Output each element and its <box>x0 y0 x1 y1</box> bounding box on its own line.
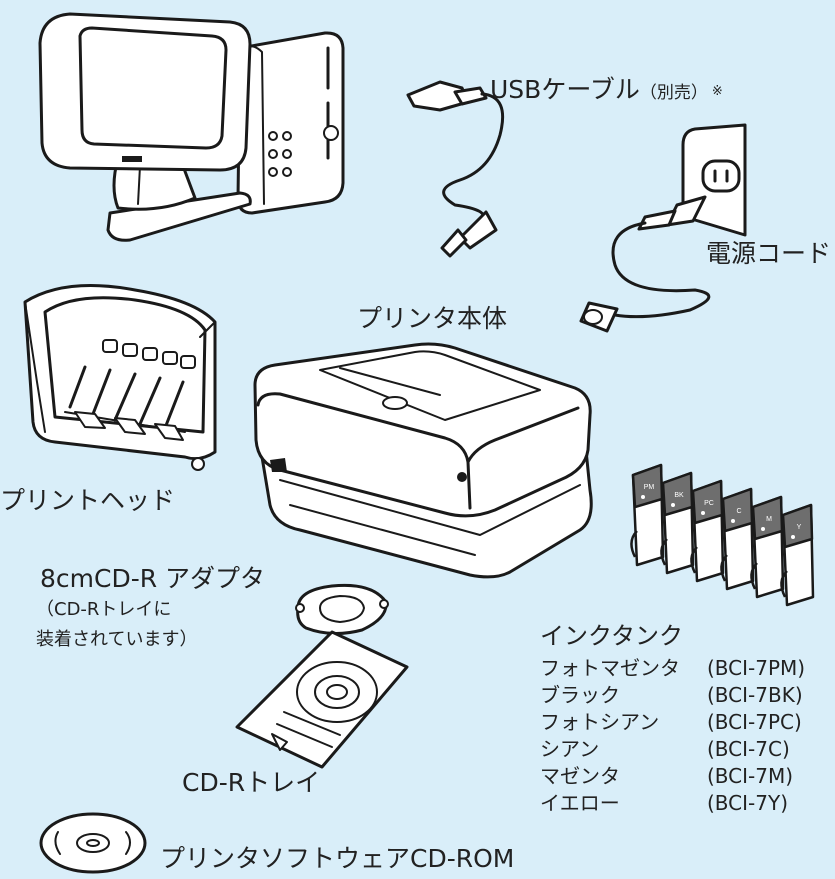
print-head-illustration <box>23 284 217 471</box>
ink-tank-label: M <box>766 516 772 523</box>
ink-name: シアン <box>540 737 600 761</box>
ink-tank-label: C <box>736 508 741 515</box>
printer-illustration <box>253 342 593 579</box>
cdr-tray-illustration <box>235 630 409 769</box>
software-cd-label: プリンタソフトウェアCD-ROM <box>160 844 515 873</box>
usb-cable-note: （別売） <box>639 83 708 103</box>
ink-code: (BCI-7C) <box>707 737 790 761</box>
cdr-adapter-illustration <box>295 583 389 635</box>
print-head-label: プリントヘッド <box>0 486 176 515</box>
usb-cable-illustration <box>406 80 505 258</box>
ink-row: フォトシアン (BCI-7PC) <box>540 709 805 736</box>
ink-tank-label: BK <box>674 492 684 499</box>
printer-body-label: プリンタ本体 <box>357 304 508 333</box>
ink-tank: PC <box>690 479 725 583</box>
ink-tank: BK <box>660 471 695 575</box>
ink-row: シアン (BCI-7C) <box>540 736 805 763</box>
usb-cable-mark: ※ <box>711 83 723 99</box>
ink-code: (BCI-7BK) <box>707 683 803 707</box>
ink-row: マゼンタ (BCI-7M) <box>540 763 805 790</box>
ink-tank-label: PC <box>704 500 714 507</box>
ink-tank: PM <box>630 463 665 567</box>
ink-tank: Y <box>780 503 815 607</box>
ink-code: (BCI-7PM) <box>707 656 806 680</box>
ink-tank-label: PM <box>644 484 655 491</box>
ink-code: (BCI-7M) <box>707 764 794 788</box>
power-cord-label: 電源コード <box>706 239 832 268</box>
ink-code: (BCI-7Y) <box>707 791 788 815</box>
cdr-tray-label: CD-Rトレイ <box>182 768 321 797</box>
ink-tanks-illustration: PM BK PC C M Y <box>630 463 815 607</box>
computer-illustration <box>38 12 345 242</box>
ink-name: フォトシアン <box>540 710 660 734</box>
ink-tank: M <box>750 495 785 599</box>
usb-cable-title: USBケーブル <box>490 75 640 104</box>
ink-tank-list: フォトマゼンタ (BCI-7PM) ブラック (BCI-7BK) フォトシアン … <box>540 655 805 817</box>
ink-code: (BCI-7PC) <box>707 710 802 734</box>
software-cd-illustration <box>39 812 147 874</box>
ink-name: イエロー <box>540 791 620 815</box>
adapter-note-line1: （CD-Rトレイに <box>36 599 172 620</box>
ink-name: マゼンタ <box>540 764 620 788</box>
power-cord-illustration <box>579 123 747 333</box>
ink-tank: C <box>720 487 755 591</box>
ink-tank-heading: インクタンク <box>540 622 684 650</box>
adapter-note-line2: 装着されています） <box>36 629 198 650</box>
ink-row: イエロー (BCI-7Y) <box>540 790 805 817</box>
ink-row: ブラック (BCI-7BK) <box>540 682 805 709</box>
ink-tank-label: Y <box>797 524 802 531</box>
ink-row: フォトマゼンタ (BCI-7PM) <box>540 655 805 682</box>
usb-cable-label: USBケーブル（別売）※ <box>490 77 723 102</box>
ink-name: ブラック <box>540 683 620 707</box>
ink-name: フォトマゼンタ <box>540 656 680 680</box>
adapter-title-label: 8cmCD-R アダプタ <box>40 564 266 593</box>
